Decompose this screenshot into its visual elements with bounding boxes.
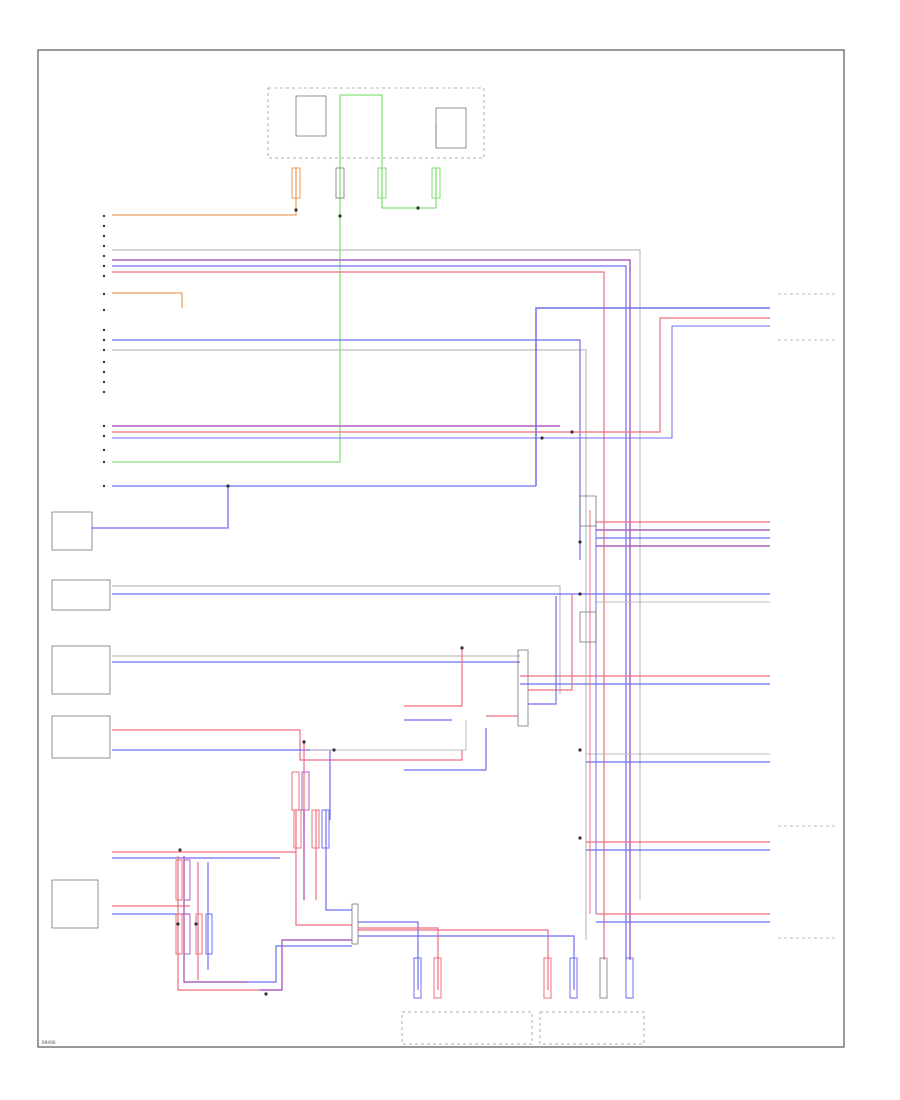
fuel-pump-relay — [51, 511, 93, 551]
wire-blue-conn — [528, 596, 557, 705]
wire-blue-top — [112, 265, 627, 960]
bottom-module-box-right — [539, 1011, 645, 1045]
wire-blue-mid2 — [112, 325, 770, 439]
wire-green — [112, 168, 341, 463]
page-code: D9496 — [42, 1040, 56, 1046]
wire-gray-1 — [112, 249, 641, 900]
wire-rc-gray — [310, 720, 467, 751]
wire-purple-top — [112, 259, 631, 960]
wire-lr-gray — [112, 585, 561, 694]
wire-orange-2 — [112, 292, 183, 308]
wire-gray-2 — [112, 349, 587, 940]
wire-orange — [112, 168, 297, 216]
wire-green-loop — [339, 94, 437, 209]
wire-rc-red — [112, 729, 463, 761]
wire-red-conn2 — [528, 594, 573, 691]
connector-stubs — [175, 167, 634, 999]
wire-red-conn — [404, 646, 463, 707]
rear-control-module-box — [51, 715, 111, 759]
right-rear-control-box — [51, 879, 99, 929]
bottom-module-box-left — [401, 1011, 533, 1045]
left-rear-module-box — [51, 579, 111, 611]
wire-blue-mid — [112, 339, 581, 560]
wire-red-top — [112, 271, 605, 960]
wire-blue-fuel — [92, 486, 229, 529]
wire-red-mid — [112, 317, 770, 433]
diagram-frame — [37, 49, 845, 1048]
wire-blue-right-top — [535, 307, 770, 486]
rear-module-box — [51, 645, 111, 695]
fuse-relay-box — [267, 87, 485, 159]
wire-blue-conn3 — [404, 728, 487, 771]
connection-dots — [176, 206, 582, 996]
left-pin-column — [102, 214, 106, 488]
